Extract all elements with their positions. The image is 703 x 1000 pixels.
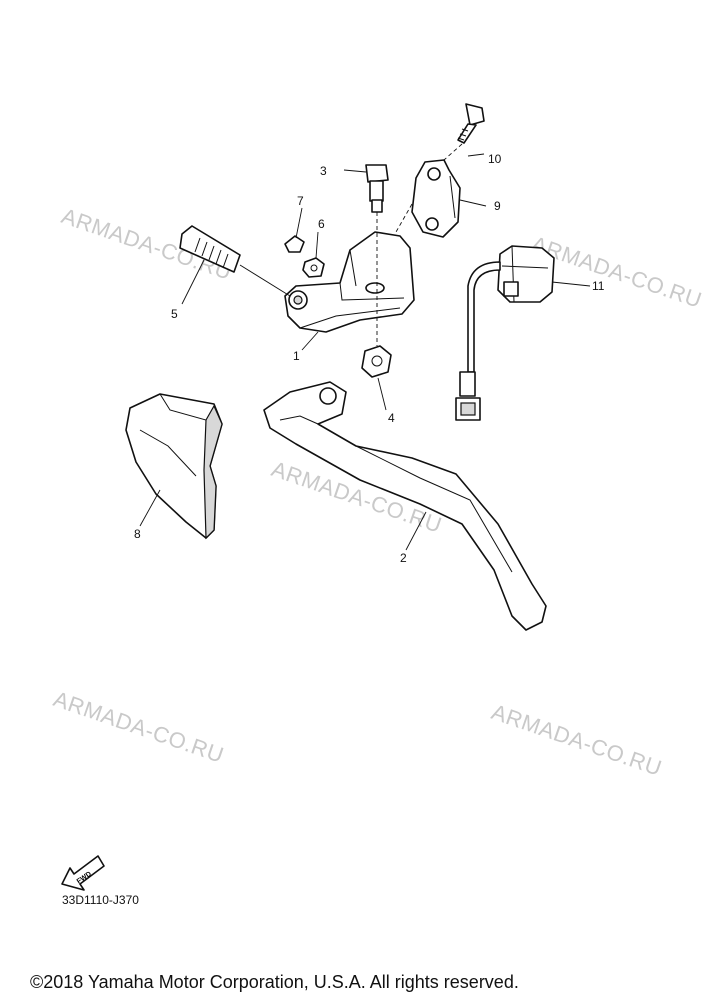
part-11-switch [455, 245, 555, 421]
diagram-code: 33D1110-J370 [62, 893, 139, 907]
part-8-guard [125, 393, 223, 540]
copyright-notice: ©2018 Yamaha Motor Corporation, U.S.A. A… [30, 972, 519, 992]
watermark: ARMADA-CO.RU [50, 686, 227, 768]
part-6-nut [302, 257, 325, 278]
callouts: 1 2 3 4 5 6 7 8 9 10 11 [134, 152, 605, 565]
callout-6: 6 [318, 217, 325, 231]
part-1-bracket [284, 231, 415, 333]
callout-11: 11 [592, 279, 605, 293]
part-7-bolt [284, 235, 305, 253]
callout-7: 7 [297, 194, 304, 208]
fwd-arrow-icon: FWD [61, 855, 105, 891]
callout-1: 1 [293, 349, 300, 363]
assembly-lines [239, 143, 463, 346]
callout-9: 9 [494, 199, 501, 213]
callout-4: 4 [388, 411, 395, 425]
watermark: ARMADA-CO.RU [488, 699, 665, 781]
part-3-bolt [365, 164, 389, 213]
part-5-adjuster [179, 225, 241, 273]
callout-10: 10 [488, 152, 502, 166]
watermark: ARMADA-CO.RU [528, 231, 703, 313]
part-2-lever [263, 381, 547, 631]
callout-8: 8 [134, 527, 141, 541]
part-9-holder [411, 159, 461, 238]
part-4-nut [361, 345, 392, 378]
callout-5: 5 [171, 307, 178, 321]
leader-lines [139, 153, 591, 551]
callout-2: 2 [400, 551, 407, 565]
part-10-bolt [457, 103, 485, 144]
callout-3: 3 [320, 164, 327, 178]
